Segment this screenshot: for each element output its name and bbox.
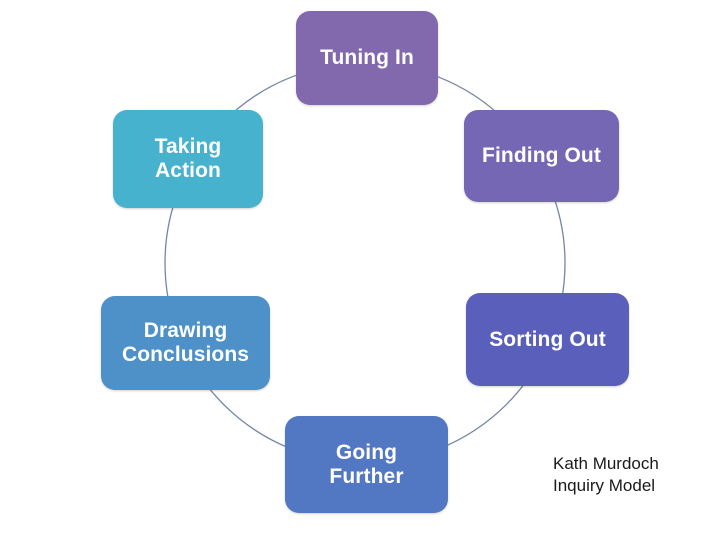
node-tuning-in[interactable]: Tuning In [296, 11, 438, 105]
diagram-caption: Kath Murdoch Inquiry Model [553, 454, 659, 495]
node-taking-action-label: Taking Action [154, 135, 222, 182]
node-taking-action[interactable]: Taking Action [113, 110, 263, 208]
node-finding-out-label: Finding Out [482, 144, 601, 168]
node-going-further-label: Going Further [329, 440, 404, 488]
node-drawing-conclusions-label: Drawing Conclusions [121, 319, 250, 366]
node-going-further[interactable]: Going Further [285, 416, 448, 513]
node-finding-out[interactable]: Finding Out [464, 110, 619, 202]
node-sorting-out-label: Sorting Out [489, 327, 606, 351]
node-drawing-conclusions[interactable]: Drawing Conclusions [101, 296, 270, 390]
node-sorting-out[interactable]: Sorting Out [466, 293, 629, 386]
node-tuning-in-label: Tuning In [320, 46, 414, 70]
